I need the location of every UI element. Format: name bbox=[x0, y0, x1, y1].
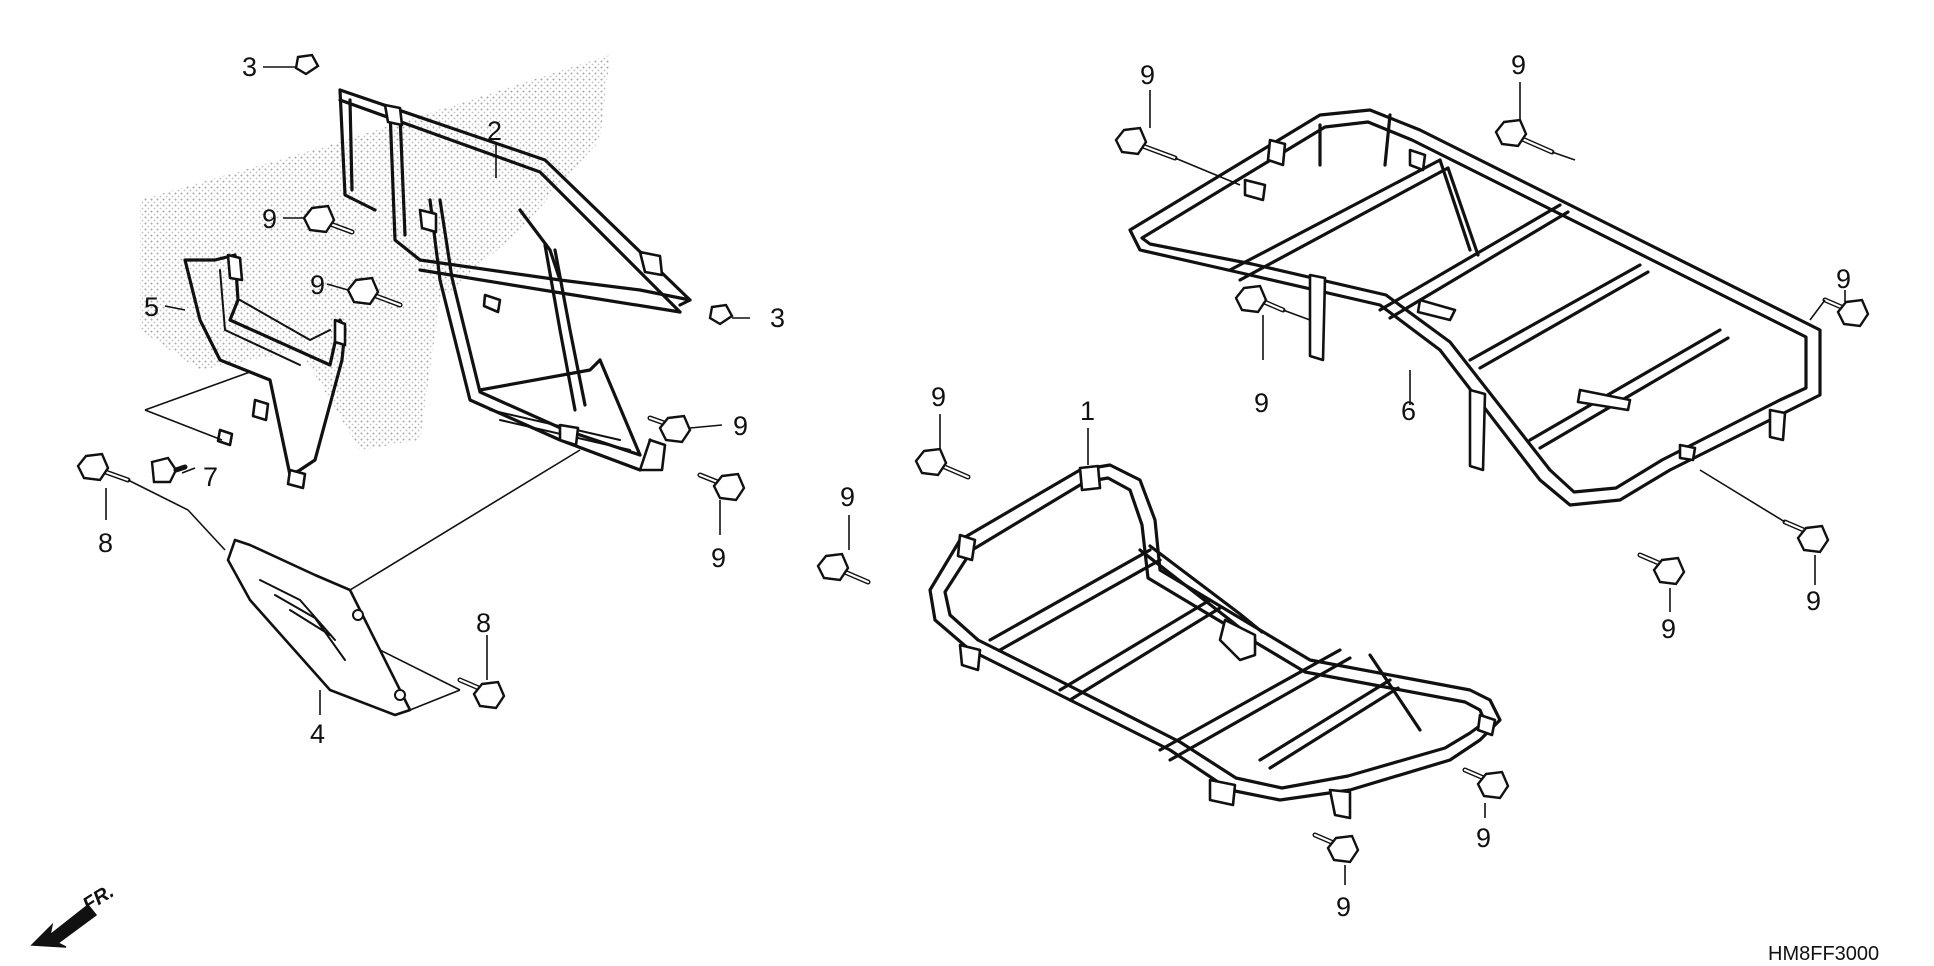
callout-8b: 8 bbox=[476, 608, 491, 638]
callout-5: 5 bbox=[144, 292, 159, 322]
diagram-code: HM8FF3000 bbox=[1768, 943, 1879, 965]
bolt-8a bbox=[76, 452, 131, 483]
bolt-9h bbox=[1312, 832, 1360, 864]
callout-1: 1 bbox=[1080, 396, 1095, 426]
bolt-9n bbox=[1637, 552, 1686, 586]
callout-labels: 3 2 9 9 5 3 7 8 9 9 8 4 9 9 1 9 9 9 9 6 … bbox=[98, 50, 1851, 922]
bolt-9m bbox=[1782, 519, 1830, 554]
callout-9g: 9 bbox=[1476, 823, 1491, 853]
front-bracket bbox=[183, 253, 347, 490]
bolt-9g bbox=[1462, 767, 1510, 800]
bolt-8b bbox=[457, 677, 506, 710]
callout-2: 2 bbox=[487, 116, 502, 146]
front-bumper-frame bbox=[338, 88, 692, 472]
cap-nut-3a bbox=[294, 53, 320, 76]
callout-9d: 9 bbox=[711, 543, 726, 573]
fasteners bbox=[76, 53, 1870, 864]
front-direction-indicator: FR. bbox=[30, 881, 118, 948]
bolt-9e bbox=[816, 552, 871, 585]
bolt-9k bbox=[1234, 284, 1286, 314]
bolt-9c bbox=[647, 414, 692, 444]
skid-plate bbox=[226, 538, 412, 717]
callout-9c: 9 bbox=[733, 411, 748, 441]
front-carrier bbox=[928, 463, 1502, 820]
rear-carrier bbox=[1128, 108, 1822, 507]
callout-9i: 9 bbox=[1140, 60, 1155, 90]
callout-4: 4 bbox=[310, 719, 325, 749]
callout-9b: 9 bbox=[310, 270, 325, 300]
callout-9n: 9 bbox=[1661, 614, 1676, 644]
callout-7: 7 bbox=[203, 462, 218, 492]
bolt-9j bbox=[1494, 118, 1555, 155]
callout-9e: 9 bbox=[840, 482, 855, 512]
callout-9m: 9 bbox=[1806, 586, 1821, 616]
callout-9f: 9 bbox=[931, 382, 946, 412]
callout-9j: 9 bbox=[1511, 50, 1526, 80]
callout-9k: 9 bbox=[1254, 388, 1269, 418]
cap-nut-3b bbox=[708, 303, 734, 326]
callout-9l: 9 bbox=[1836, 264, 1851, 294]
bolt-9b bbox=[346, 276, 403, 308]
callout-3a: 3 bbox=[242, 52, 257, 82]
bolt-9f bbox=[914, 447, 971, 480]
callout-9h: 9 bbox=[1336, 892, 1351, 922]
callout-6: 6 bbox=[1401, 396, 1416, 426]
bolt-9i bbox=[1114, 126, 1178, 161]
leader-lines bbox=[105, 66, 1846, 885]
callout-8a: 8 bbox=[98, 528, 113, 558]
callout-9a: 9 bbox=[262, 204, 277, 234]
clip-7 bbox=[150, 456, 188, 484]
bolt-9l bbox=[1822, 297, 1870, 328]
front-arrow-icon bbox=[30, 903, 98, 948]
bolt-9d bbox=[697, 472, 746, 502]
callout-3b: 3 bbox=[770, 303, 785, 333]
